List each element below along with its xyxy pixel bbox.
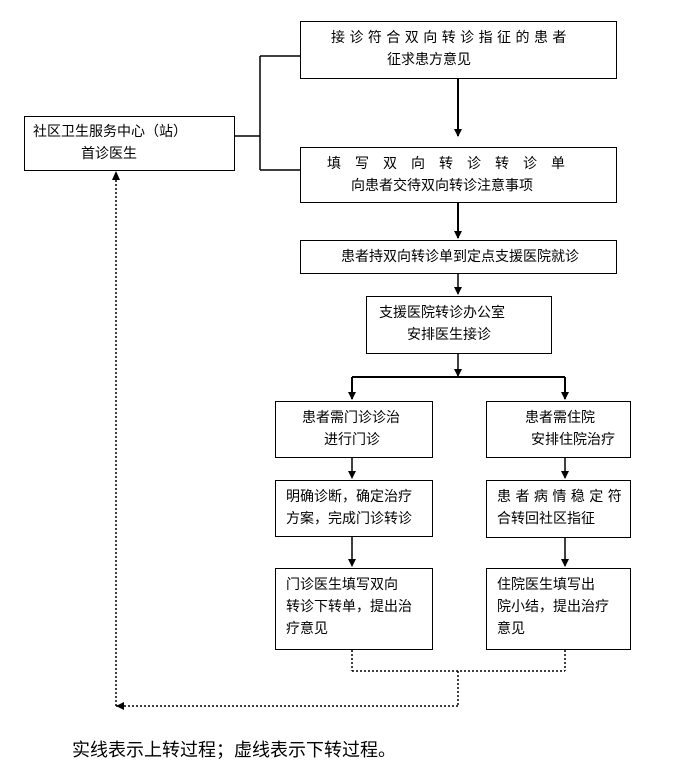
node-inpatient-doctor-line-2: 院小结，提出治疗 [497, 599, 609, 615]
node-outpatient: 患者需门诊诊治 进行门诊 [275, 401, 433, 458]
node-community-line-2: 首诊医生 [81, 146, 137, 162]
node-stable-line-1: 患 者 病 情 稳 定 符 [497, 489, 622, 505]
node-outpatient-doctor-line-1: 门诊医生填写双向 [286, 577, 398, 593]
node-inpatient-line-1: 患者需住院 [525, 410, 595, 426]
node-inpatient-line-2: 安排住院治疗 [531, 432, 615, 448]
node-community-line-1: 社区卫生服务中心（站） [33, 124, 187, 140]
node-diagnose-line-2: 方案，完成门诊转诊 [286, 511, 412, 527]
dotted-connectors [115, 173, 566, 707]
node-outpatient-doctor: 门诊医生填写双向 转诊下转单，提出治 疗意见 [275, 568, 433, 650]
solid-connectors [235, 55, 569, 567]
node-community: 社区卫生服务中心（站） 首诊医生 [24, 116, 235, 171]
node-inpatient-doctor: 住院医生填写出 院小结，提出治疗 意见 [486, 568, 631, 650]
node-outpatient-doctor-line-2: 转诊下转单，提出治 [286, 599, 412, 615]
node-patient-goes: 患者持双向转诊单到定点支援医院就诊 [300, 240, 617, 274]
node-outpatient-doctor-line-3: 疗意见 [286, 621, 328, 637]
node-office-line-2: 安排医生接诊 [407, 327, 491, 343]
node-stable-line-2: 合转回社区指征 [497, 511, 595, 527]
node-accept-line-2: 征求患方意见 [387, 52, 471, 68]
node-inpatient-doctor-line-3: 意见 [497, 621, 525, 637]
node-diagnose: 明确诊断，确定治疗 方案，完成门诊转诊 [275, 480, 433, 537]
node-fill-form-line-1: 填 写 双 向 转 诊 转 诊 单 [327, 156, 565, 172]
node-inpatient: 患者需住院 安排住院治疗 [486, 401, 631, 458]
node-stable: 患 者 病 情 稳 定 符 合转回社区指征 [486, 480, 631, 538]
node-fill-form-line-2: 向患者交待双向转诊注意事项 [351, 178, 533, 194]
node-office: 支援医院转诊办公室 安排医生接诊 [366, 296, 552, 354]
node-fill-form: 填 写 双 向 转 诊 转 诊 单 向患者交待双向转诊注意事项 [300, 147, 617, 203]
node-accept: 接 诊 符 合 双 向 转 诊 指 征 的 患 者 征求患方意见 [300, 21, 617, 79]
arrowhead-return-up [112, 171, 120, 180]
node-outpatient-line-1: 患者需门诊诊治 [302, 410, 400, 426]
arrowhead-return-left [116, 702, 124, 710]
node-outpatient-line-2: 进行门诊 [324, 432, 380, 448]
node-office-line-1: 支援医院转诊办公室 [379, 305, 505, 321]
node-accept-line-1: 接 诊 符 合 双 向 转 诊 指 征 的 患 者 [331, 30, 567, 46]
node-diagnose-line-1: 明确诊断，确定治疗 [286, 489, 412, 505]
node-patient-goes-line-1: 患者持双向转诊单到定点支援医院就诊 [341, 249, 579, 265]
node-inpatient-doctor-line-1: 住院医生填写出 [497, 577, 595, 593]
legend-caption: 实线表示上转过程；虚线表示下转过程。 [72, 740, 396, 761]
